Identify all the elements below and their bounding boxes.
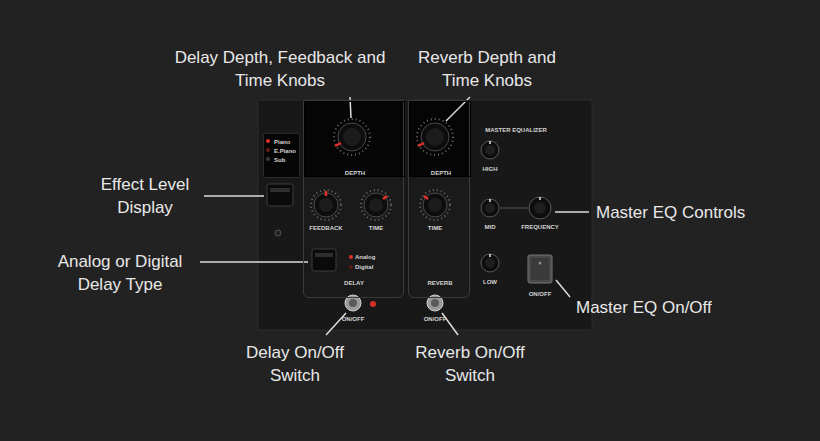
knob (311, 190, 341, 220)
panel-label: DEPTH (345, 170, 365, 177)
leader-line (200, 261, 308, 263)
leader-line (555, 211, 589, 213)
leader-line (556, 280, 570, 297)
panel-label: TIME (369, 225, 383, 232)
rocker-switch (267, 184, 293, 206)
panel-label: Sub (274, 157, 285, 164)
rocker-highlight (270, 188, 290, 192)
panel-label: DEPTH (431, 170, 451, 177)
callout-label: Master EQ On/Off (576, 296, 712, 319)
rocker-switch (312, 249, 336, 271)
section-fill (303, 100, 404, 298)
panel-label: ON/OFF (424, 316, 447, 323)
led (266, 139, 270, 143)
knob (361, 190, 391, 220)
led (539, 262, 542, 265)
depth-box-fill (303, 100, 404, 176)
section-fill (408, 100, 470, 298)
callout-label: Effect Level Display (90, 173, 200, 219)
panel-label: Piano (274, 139, 290, 146)
panel-label: Analog (355, 254, 375, 261)
panel-label: ON/OFF (529, 291, 552, 298)
knob (481, 254, 499, 272)
callout-label: Delay Depth, Feedback and Time Knobs (172, 46, 388, 92)
push-button-face (531, 258, 549, 280)
panel-label: ON/OFF (342, 316, 365, 323)
led (266, 148, 270, 152)
depth-box: DEPTH (409, 101, 471, 177)
callout-label: Reverb Depth and Time Knobs (404, 46, 570, 92)
rocker-highlight (315, 253, 333, 257)
panel-label: MASTER EQUALIZER (485, 127, 547, 134)
display-fill (263, 133, 300, 178)
depth-box-fill (408, 100, 470, 176)
delay-section: DELAY DEPTH (303, 100, 404, 298)
panel-label: DELAY (344, 280, 364, 287)
eq-link (500, 208, 528, 209)
panel-label: E.Piano (274, 148, 296, 155)
depth-box: DEPTH (304, 101, 405, 177)
callout-label: Analog or Digital Delay Type (45, 250, 195, 296)
leader-line (204, 195, 264, 197)
knob (417, 119, 453, 155)
panel-label: LOW (483, 279, 497, 286)
panel-label: TIME (428, 225, 442, 232)
callout-label: Reverb On/Off Switch (402, 341, 538, 387)
panel-body (258, 100, 592, 330)
push-button (528, 255, 552, 283)
callout-label: Delay On/Off Switch (235, 341, 355, 387)
panel-label: REVERB (427, 280, 452, 287)
knob (334, 119, 370, 155)
knob (420, 190, 450, 220)
knob (481, 141, 499, 159)
led (266, 157, 270, 161)
knob (529, 197, 551, 219)
led (349, 265, 353, 269)
led (370, 301, 376, 307)
effect-display: PianoE.PianoSub (263, 133, 300, 178)
panel-label: FREQUENCY (521, 224, 559, 231)
knob (481, 199, 499, 217)
led (349, 255, 353, 259)
callout-label: Master EQ Controls (596, 201, 745, 224)
reverb-section: REVERB DEPTH (408, 100, 470, 298)
panel-label: Digital (355, 264, 373, 271)
screw (275, 230, 281, 236)
panel-label: MID (485, 224, 496, 231)
panel-label: HIGH (483, 166, 498, 173)
panel-label: FEEDBACK (309, 225, 342, 232)
